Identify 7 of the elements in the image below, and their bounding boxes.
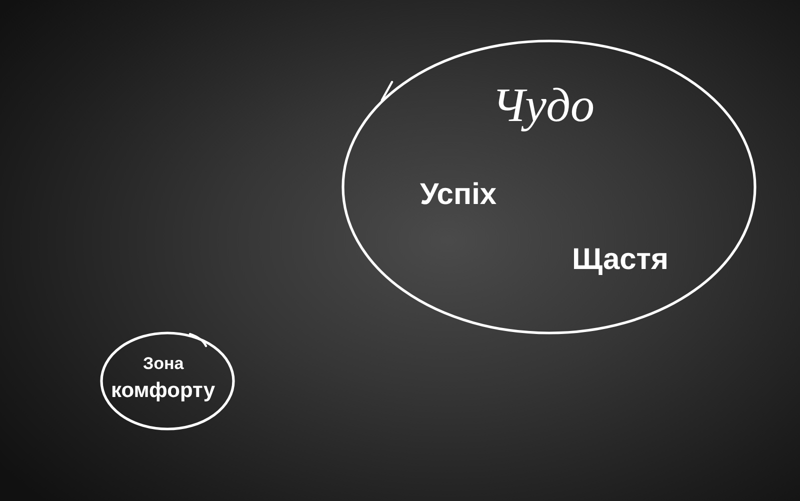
oval-region: [98, 330, 237, 432]
node-label: Щастя: [572, 245, 669, 275]
heading-label: Чудо: [492, 82, 595, 130]
node-label: Успіх: [420, 180, 497, 210]
node-label: комфорту: [111, 380, 216, 401]
oval-region: [340, 37, 758, 337]
node-label: Зона: [143, 355, 184, 372]
